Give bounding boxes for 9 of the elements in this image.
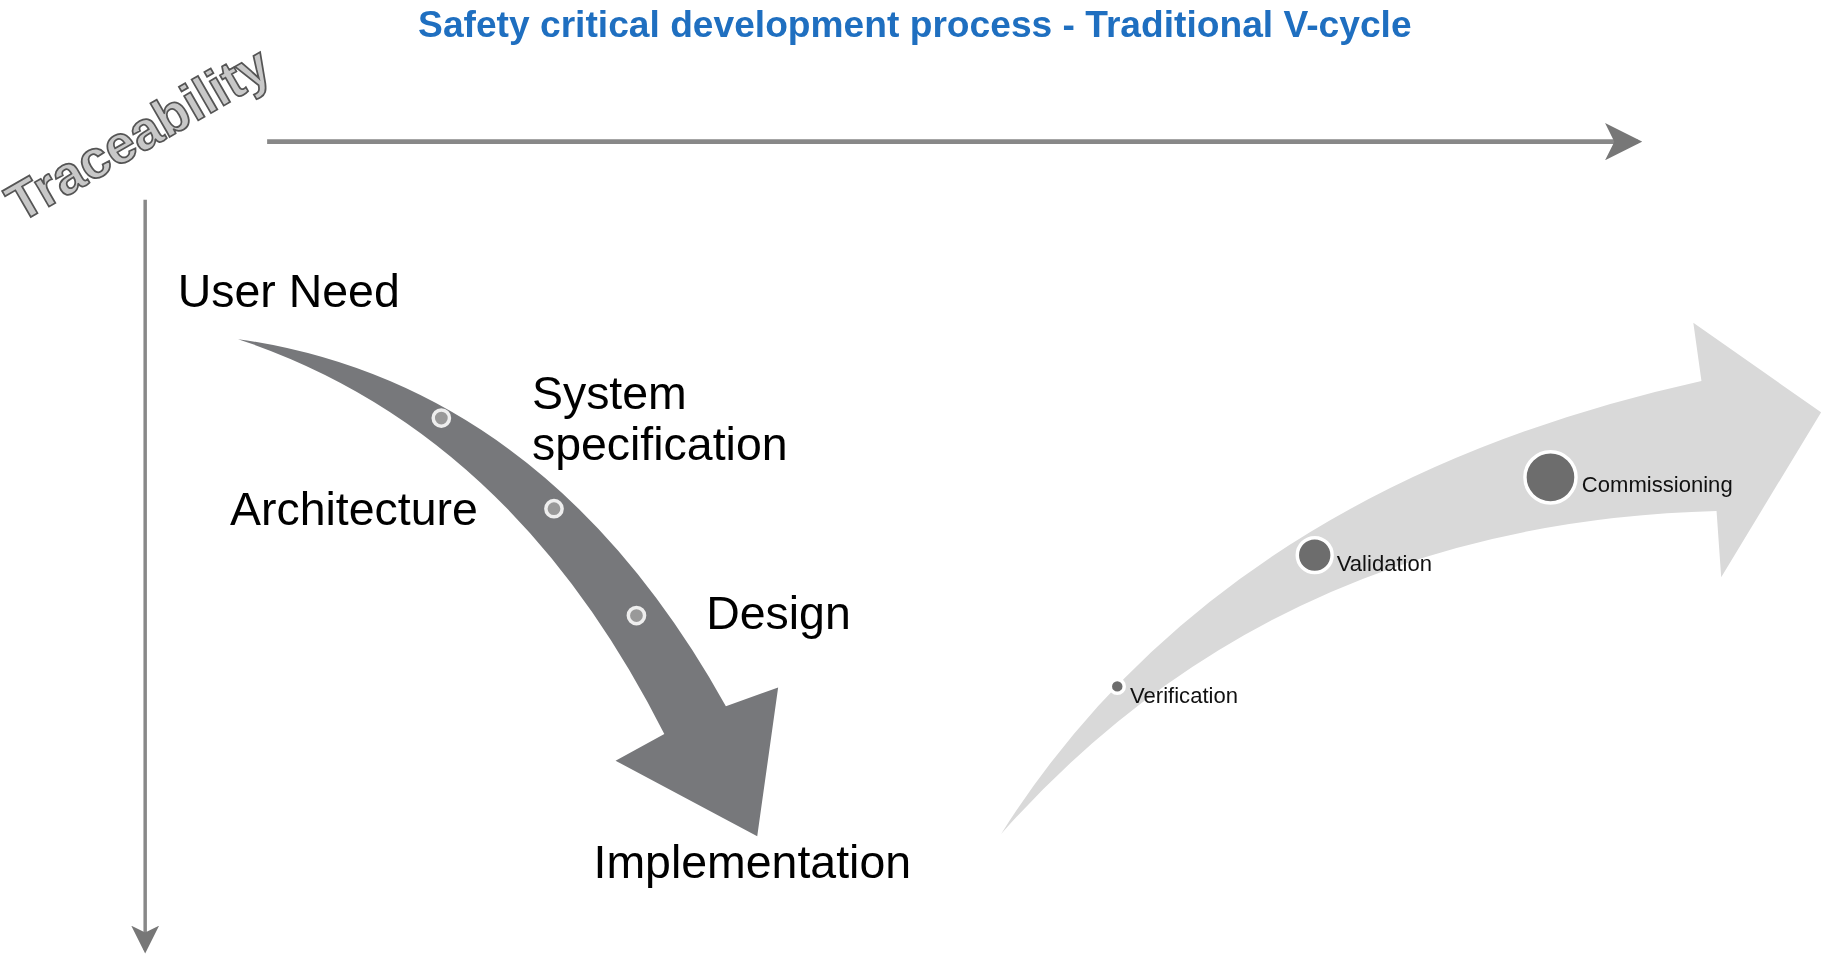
phase-label: Verification bbox=[1130, 684, 1238, 709]
phase-label: Design bbox=[706, 587, 851, 639]
diagram-title: Safety critical development process - Traditional V-cycle bbox=[418, 4, 1412, 46]
phase-label: Architecture bbox=[229, 483, 478, 535]
phase-label: Validation bbox=[1336, 552, 1433, 578]
phase-label: System specification bbox=[531, 367, 789, 470]
phase-label: Commissioning bbox=[1581, 473, 1733, 499]
phase-label: User Need bbox=[177, 264, 400, 316]
phase-label: Implementation bbox=[593, 836, 912, 888]
